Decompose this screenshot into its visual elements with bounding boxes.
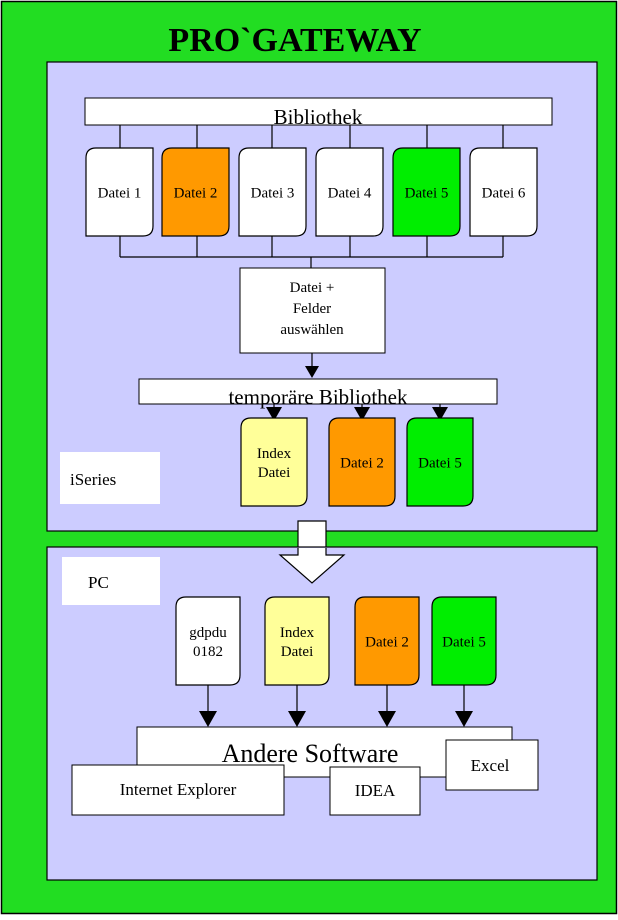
excel-box — [445, 739, 539, 791]
library-bar — [84, 97, 553, 126]
arrowhead — [288, 711, 306, 727]
iseries-file-row: Datei 1 Datei 2 Datei 3 Datei 4 Datei 5 Datei… — [85, 147, 538, 237]
file-datei-2-label: Datei 2 — [174, 185, 218, 201]
file-datei-4-shape — [315, 147, 384, 237]
file-datei-3-shape — [238, 147, 307, 237]
select-line-1: Datei + — [290, 280, 335, 296]
idea-label: IDEA — [355, 781, 396, 800]
pc-file-2-label: Datei — [281, 644, 313, 660]
select-line-3: auswählen — [280, 322, 344, 338]
pc-file-2-shape — [264, 596, 330, 686]
temp-file-3: Datei 5 — [406, 417, 474, 507]
internet-explorer-label: Internet Explorer — [120, 780, 237, 799]
pc-file-2-label: Index — [280, 625, 315, 641]
arrowhead — [354, 407, 370, 421]
temp-file-3-shape — [406, 417, 474, 507]
pc-file-3-label: Datei 2 — [365, 634, 409, 650]
pc-file-4-label: Datei 5 — [442, 634, 486, 650]
temp-file-2-label: Datei 2 — [340, 455, 384, 471]
temp-library-label: temporäre Bibliothek — [228, 385, 408, 409]
library-label: Bibliothek — [274, 105, 363, 129]
file-datei-3: Datei 3 — [238, 147, 307, 237]
pc-file-4-shape — [431, 596, 497, 686]
temp-file-2: Datei 2 — [328, 417, 396, 507]
file-datei-6-shape — [469, 147, 538, 237]
file-datei-4: Datei 4 — [315, 147, 384, 237]
pc-file-3: Datei 2 — [354, 596, 420, 686]
arrowhead — [455, 711, 473, 727]
transfer-arrow-outline — [278, 548, 346, 584]
merge-connectors — [119, 236, 504, 268]
pc-file-1-label: 0182 — [193, 644, 223, 660]
arrowhead — [266, 407, 282, 421]
temp-file-1-shape — [240, 417, 308, 507]
file-datei-5-shape — [392, 147, 461, 237]
file-datei-1-shape — [85, 147, 154, 237]
internet-explorer-box — [71, 764, 285, 816]
pc-label-box — [62, 557, 160, 605]
transfer-arrow-overlap — [280, 548, 344, 583]
temp-library-bar — [138, 378, 498, 405]
pc-label: PC — [88, 573, 109, 592]
pc-file-3-shape — [354, 596, 420, 686]
andere-software-label: Andere Software — [222, 739, 399, 768]
file-datei-5-label: Datei 5 — [405, 185, 449, 201]
pc-file-1-label: gdpdu — [189, 625, 227, 641]
arrowhead — [432, 407, 448, 421]
file-datei-5: Datei 5 — [392, 147, 461, 237]
iseries-label-box — [60, 452, 160, 504]
file-datei-4-label: Datei 4 — [328, 185, 372, 201]
select-line-2: Felder — [293, 301, 331, 317]
idea-box — [329, 766, 421, 816]
file-datei-3-label: Datei 3 — [251, 185, 295, 201]
file-datei-2-shape — [161, 147, 230, 237]
pc-file-1-shape — [175, 596, 241, 686]
file-datei-6: Datei 6 — [469, 147, 538, 237]
iseries-label: iSeries — [70, 470, 116, 489]
pc-file-4: Datei 5 — [431, 596, 497, 686]
excel-label: Excel — [471, 756, 510, 775]
arrowhead — [199, 711, 217, 727]
file-datei-6-label: Datei 6 — [482, 185, 526, 201]
temp-file-1-label: Datei — [258, 465, 290, 481]
file-datei-1: Datei 1 — [85, 147, 154, 237]
temp-file-2-shape — [328, 417, 396, 507]
arrowhead — [305, 366, 319, 378]
page-title: PRO`GATEWAY — [168, 22, 421, 59]
pc-file-1: gdpdu 0182 — [175, 596, 241, 686]
file-datei-1-label: Datei 1 — [98, 185, 142, 201]
temp-file-1-label: Index — [257, 446, 292, 462]
arrowhead — [378, 711, 396, 727]
temp-file-3-label: Datei 5 — [418, 455, 462, 471]
file-datei-2: Datei 2 — [161, 147, 230, 237]
